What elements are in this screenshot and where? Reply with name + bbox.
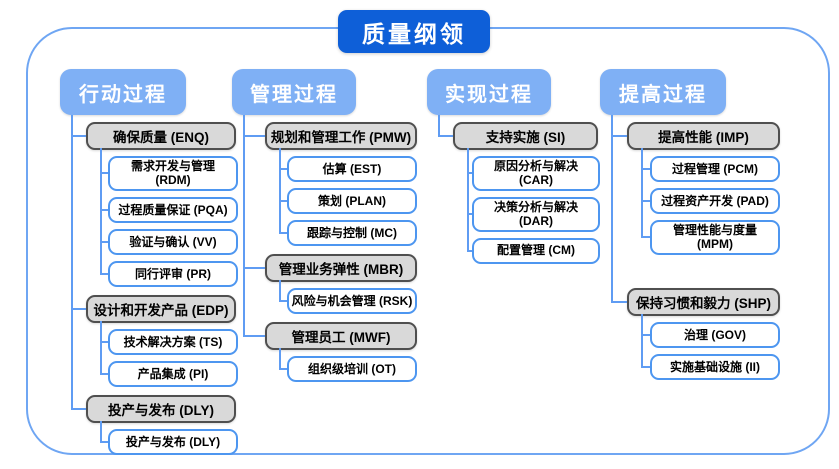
process-group: 设计和开发产品 (EDP) 技术解决方案 (TS) 产品集成 (PI) xyxy=(60,294,238,387)
diagram-title: 质量纲领 xyxy=(338,10,490,53)
process-column-1: 管理过程规划和管理工作 (PMW) 估算 (EST) 策划 (PLAN) 跟踪与控制 … xyxy=(232,69,417,382)
connector-line xyxy=(280,232,287,234)
practice-node: 治理 (GOV) xyxy=(650,321,780,348)
group-node: 保持习惯和毅力 (SHP) xyxy=(627,287,780,316)
connector-line xyxy=(244,267,265,269)
practice-node: 风险与机会管理 (RSK) xyxy=(287,288,417,314)
column-header: 管理过程 xyxy=(232,69,356,115)
practice-node: 决策分析与解决 (DAR) xyxy=(472,196,600,232)
practice-node: 跟踪与控制 (MC) xyxy=(287,220,417,246)
connector-line xyxy=(101,208,108,211)
connector-line xyxy=(101,240,108,243)
group-children: 风险与机会管理 (RSK) xyxy=(232,288,417,314)
connector-line xyxy=(642,168,650,170)
group-children: 估算 (EST) 策划 (PLAN) 跟踪与控制 (MC) xyxy=(232,156,417,246)
connector-line xyxy=(611,115,613,303)
connector-line xyxy=(101,272,108,275)
connector-line xyxy=(72,407,86,410)
connector-line xyxy=(612,300,627,303)
practice-node: 同行评审 (PR) xyxy=(108,260,238,287)
connector-line xyxy=(101,172,108,175)
connector-line xyxy=(468,249,472,252)
connector-line xyxy=(279,280,281,302)
practice-node: 过程质量保证 (PQA) xyxy=(108,196,238,223)
connector-line xyxy=(279,148,281,234)
connector-line xyxy=(100,420,102,443)
connector-line xyxy=(438,115,440,137)
practice-node: 过程资产开发 (PAD) xyxy=(650,188,780,214)
practice-node: 实施基础设施 (II) xyxy=(650,353,780,380)
process-column-2: 实现过程支持实施 (SI) 原因分析与解决 (CAR) 决策分析与解决 (DAR) 配… xyxy=(427,69,600,264)
connector-line xyxy=(72,135,86,137)
connector-line xyxy=(243,115,245,337)
process-group: 管理业务弹性 (MBR) 风险与机会管理 (RSK) xyxy=(232,254,417,314)
process-group: 确保质量 (ENQ) 需求开发与管理 (RDM) 过程质量保证 (PQA) 验证与确认… xyxy=(60,122,238,287)
connector-line xyxy=(642,200,650,202)
column-header: 行动过程 xyxy=(60,69,186,115)
practice-node: 投产与发布 (DLY) xyxy=(108,428,238,455)
connector-line xyxy=(280,200,287,202)
process-column-3: 提高过程提高性能 (IMP) 过程管理 (PCM) 过程资产开发 (PAD) 管理性能… xyxy=(600,69,780,380)
group-children: 技术解决方案 (TS) 产品集成 (PI) xyxy=(60,328,238,387)
connector-line xyxy=(641,148,643,239)
process-group: 保持习惯和毅力 (SHP) 治理 (GOV) 实施基础设施 (II) xyxy=(600,287,780,380)
connector-line xyxy=(101,440,108,443)
connector-line xyxy=(467,148,469,252)
connector-line xyxy=(101,372,108,375)
practice-node: 原因分析与解决 (CAR) xyxy=(472,156,600,191)
process-column-0: 行动过程确保质量 (ENQ) 需求开发与管理 (RDM) 过程质量保证 (PQA) 验… xyxy=(60,69,238,455)
group-children: 需求开发与管理 (RDM) 过程质量保证 (PQA) 验证与确认 (VV) 同行评审 … xyxy=(60,156,238,287)
column-header: 实现过程 xyxy=(427,69,551,115)
connector-line xyxy=(439,135,453,137)
group-children: 投产与发布 (DLY) xyxy=(60,428,238,455)
group-node: 投产与发布 (DLY) xyxy=(86,394,236,423)
connector-line xyxy=(641,313,643,368)
connector-line xyxy=(612,135,627,137)
group-children: 原因分析与解决 (CAR) 决策分析与解决 (DAR) 配置管理 (CM) xyxy=(427,156,600,264)
practice-node: 过程管理 (PCM) xyxy=(650,156,780,182)
practice-node: 配置管理 (CM) xyxy=(472,237,600,264)
practice-node: 产品集成 (PI) xyxy=(108,360,238,387)
connector-line xyxy=(280,168,287,170)
connector-line xyxy=(72,307,86,310)
connector-line xyxy=(71,115,73,410)
connector-line xyxy=(244,335,265,337)
connector-line xyxy=(468,213,472,216)
practice-node: 验证与确认 (VV) xyxy=(108,228,238,255)
group-children: 组织级培训 (OT) xyxy=(232,356,417,382)
practice-node: 组织级培训 (OT) xyxy=(287,356,417,382)
connector-line xyxy=(642,236,650,239)
process-group: 提高性能 (IMP) 过程管理 (PCM) 过程资产开发 (PAD) 管理性能与度量 … xyxy=(600,122,780,255)
group-node: 提高性能 (IMP) xyxy=(627,122,780,150)
group-node: 确保质量 (ENQ) xyxy=(86,122,236,150)
connector-line xyxy=(279,348,281,370)
process-group: 规划和管理工作 (PMW) 估算 (EST) 策划 (PLAN) 跟踪与控制 (MC) xyxy=(232,122,417,246)
connector-line xyxy=(100,320,102,375)
group-node: 设计和开发产品 (EDP) xyxy=(86,294,236,323)
group-node: 支持实施 (SI) xyxy=(453,122,598,150)
group-node: 管理员工 (MWF) xyxy=(265,322,417,350)
process-group: 管理员工 (MWF) 组织级培训 (OT) xyxy=(232,322,417,382)
practice-node: 管理性能与度量 (MPM) xyxy=(650,220,780,255)
connector-line xyxy=(100,148,102,275)
group-node: 管理业务弹性 (MBR) xyxy=(265,254,417,282)
connector-line xyxy=(280,300,287,302)
process-group: 支持实施 (SI) 原因分析与解决 (CAR) 决策分析与解决 (DAR) 配置管理 … xyxy=(427,122,600,264)
process-group: 投产与发布 (DLY) 投产与发布 (DLY) xyxy=(60,394,238,455)
connector-line xyxy=(468,172,472,175)
practice-node: 估算 (EST) xyxy=(287,156,417,182)
connector-line xyxy=(642,365,650,368)
practice-node: 需求开发与管理 (RDM) xyxy=(108,156,238,191)
group-children: 过程管理 (PCM) 过程资产开发 (PAD) 管理性能与度量 (MPM) xyxy=(600,156,780,255)
group-children: 治理 (GOV) 实施基础设施 (II) xyxy=(600,321,780,380)
connector-line xyxy=(280,368,287,370)
group-node: 规划和管理工作 (PMW) xyxy=(265,122,417,150)
connector-line xyxy=(642,333,650,336)
practice-node: 技术解决方案 (TS) xyxy=(108,328,238,355)
practice-node: 策划 (PLAN) xyxy=(287,188,417,214)
column-header: 提高过程 xyxy=(600,69,726,115)
connector-line xyxy=(244,135,265,137)
connector-line xyxy=(101,340,108,343)
